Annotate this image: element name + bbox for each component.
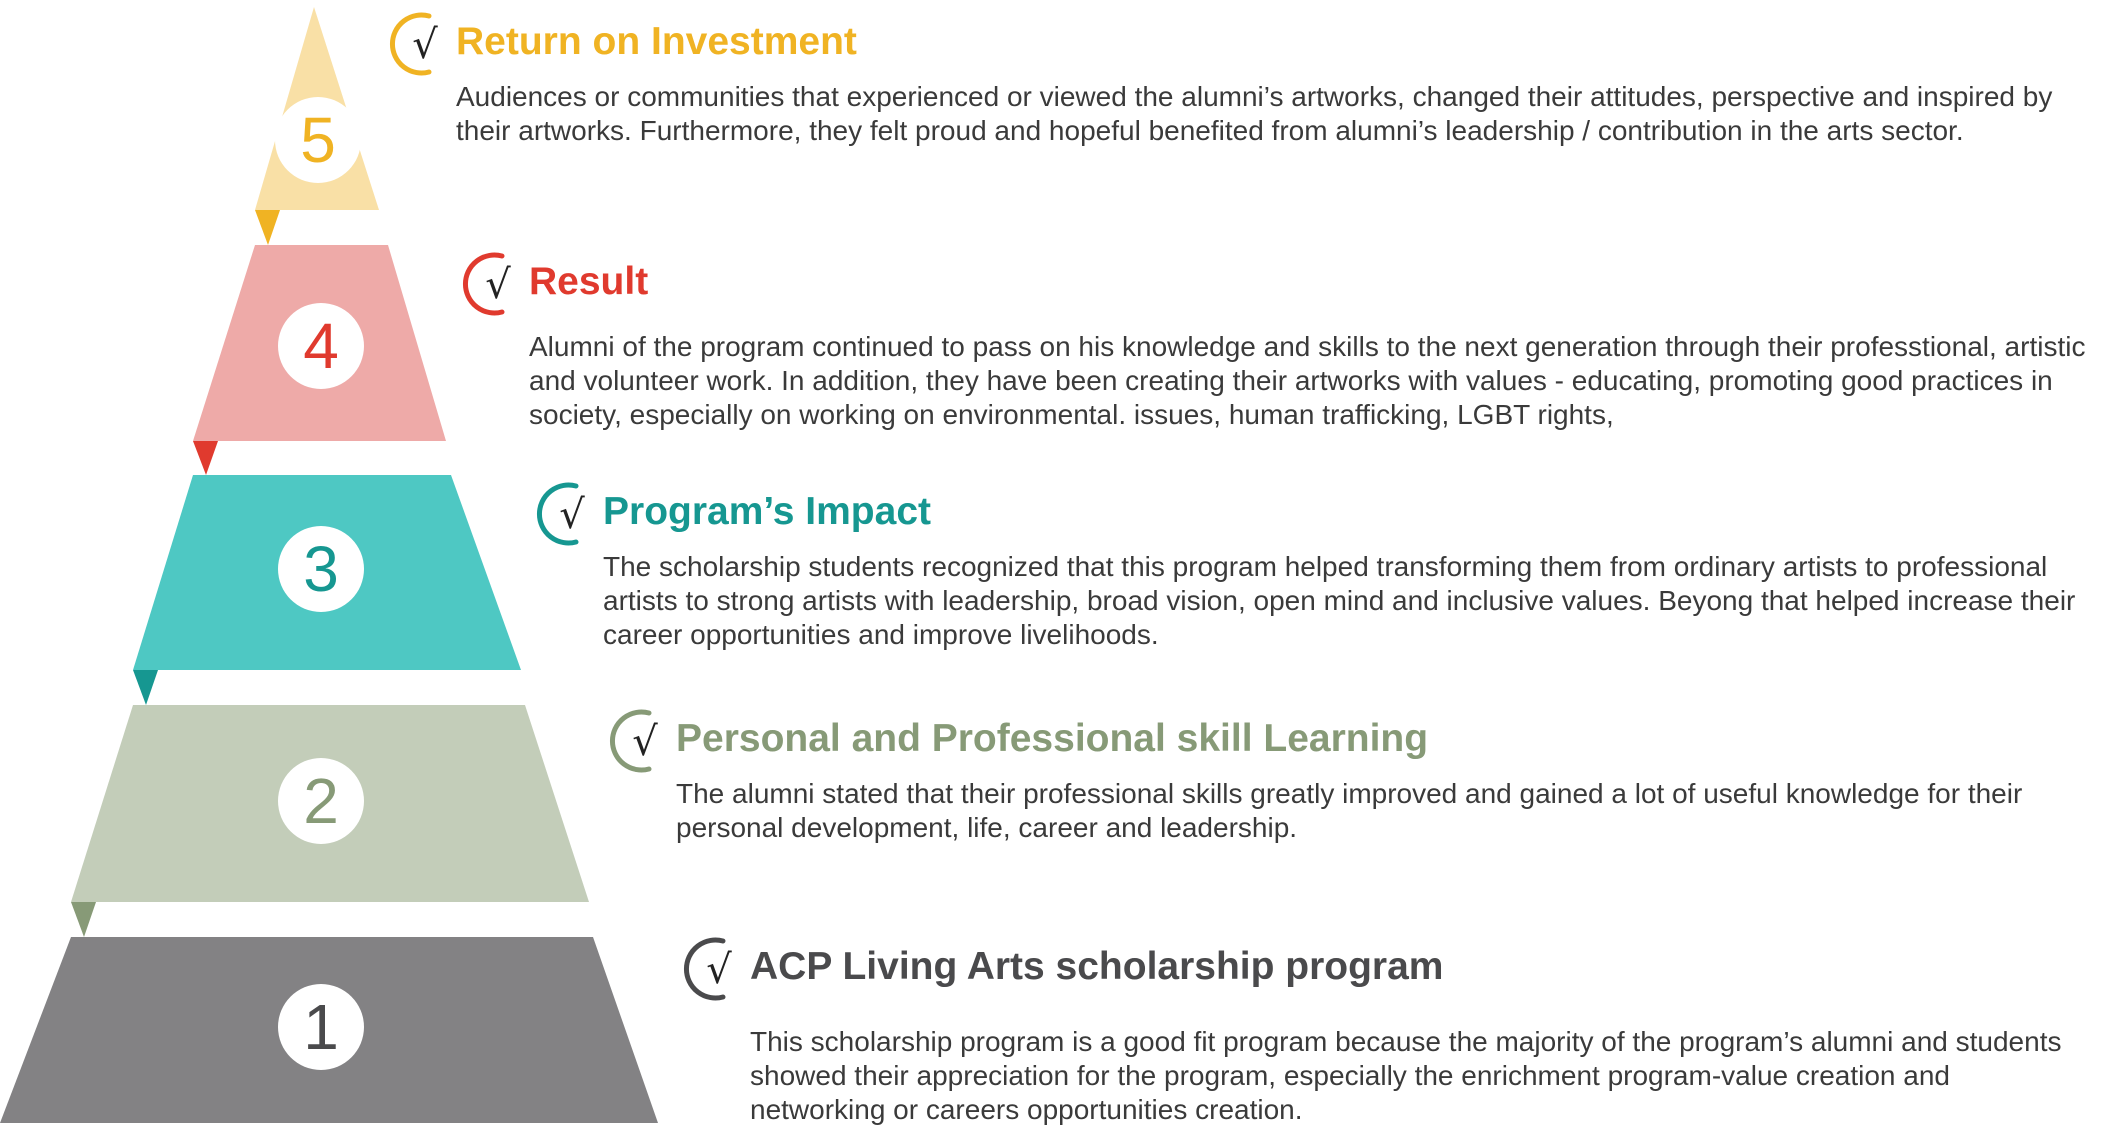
svg-text:√: √: [559, 492, 585, 538]
level-5-fold-arrow: [255, 210, 280, 245]
level-5-number-badge: [275, 97, 361, 183]
level-4-number: 4: [303, 310, 339, 382]
pyramid-level-5: 5: [255, 7, 379, 245]
item-programs-impact: √ Program’s Impact The scholarship stude…: [530, 478, 2108, 652]
level-4-fold-arrow: [193, 441, 218, 475]
item-personal-professional-skill-learning: √ Personal and Professional skill Learni…: [603, 705, 2108, 845]
check-mark-icon: √: [536, 482, 585, 546]
item-return-on-investment: √ Return on Investment Audiences or comm…: [383, 8, 2108, 148]
item-result: √ Result Alumni of the program continued…: [456, 248, 2108, 432]
level-5-number: 5: [300, 104, 336, 176]
check-mark-icon: √: [462, 252, 511, 316]
level-2-number-badge: [278, 758, 364, 844]
level-4-number-badge: [278, 303, 364, 389]
pyramid-level-1: 1: [0, 937, 658, 1123]
check-mark-icon: √: [683, 937, 732, 1001]
check-mark-icon: √: [389, 12, 438, 76]
level-3-number-badge: [278, 526, 364, 612]
level-3-fold-arrow: [133, 670, 158, 705]
level-2-fold-arrow: [71, 902, 96, 937]
svg-text:√: √: [632, 719, 658, 765]
item-heading: √ Result: [456, 248, 2108, 320]
item-heading: √ Return on Investment: [383, 8, 2108, 80]
item-description: This scholarship program is a good fit p…: [750, 1026, 2062, 1125]
item-title: Result: [529, 260, 649, 303]
item-heading: √ Personal and Professional skill Learni…: [603, 705, 2108, 777]
svg-text:√: √: [412, 22, 438, 68]
item-heading: √ Program’s Impact: [530, 478, 2108, 550]
item-title: Return on Investment: [456, 20, 857, 63]
svg-text:√: √: [706, 947, 732, 993]
item-description: The alumni stated that their professiona…: [676, 778, 2023, 843]
level-1-number: 1: [303, 991, 339, 1063]
item-title: ACP Living Arts scholarship program: [750, 945, 1444, 988]
level-1-number-badge: [278, 984, 364, 1070]
item-acp-living-arts-scholarship-program: √ ACP Living Arts scholarship program Th…: [677, 933, 2108, 1127]
svg-text:√: √: [485, 262, 511, 308]
pyramid-level-3: 3: [133, 475, 521, 705]
item-description: Audiences or communities that experience…: [456, 81, 2053, 146]
check-mark-icon: √: [609, 709, 658, 773]
pyramid-level-2: 2: [71, 705, 589, 937]
item-title: Program’s Impact: [603, 490, 931, 533]
item-description: Alumni of the program continued to pass …: [529, 331, 2086, 430]
level-2-number: 2: [303, 765, 339, 837]
pyramid-level-4: 4: [193, 245, 446, 475]
item-title: Personal and Professional skill Learning: [676, 717, 1429, 760]
item-description: The scholarship students recognized that…: [603, 551, 2076, 650]
level-3-number: 3: [303, 533, 339, 605]
item-heading: √ ACP Living Arts scholarship program: [677, 933, 2108, 1005]
